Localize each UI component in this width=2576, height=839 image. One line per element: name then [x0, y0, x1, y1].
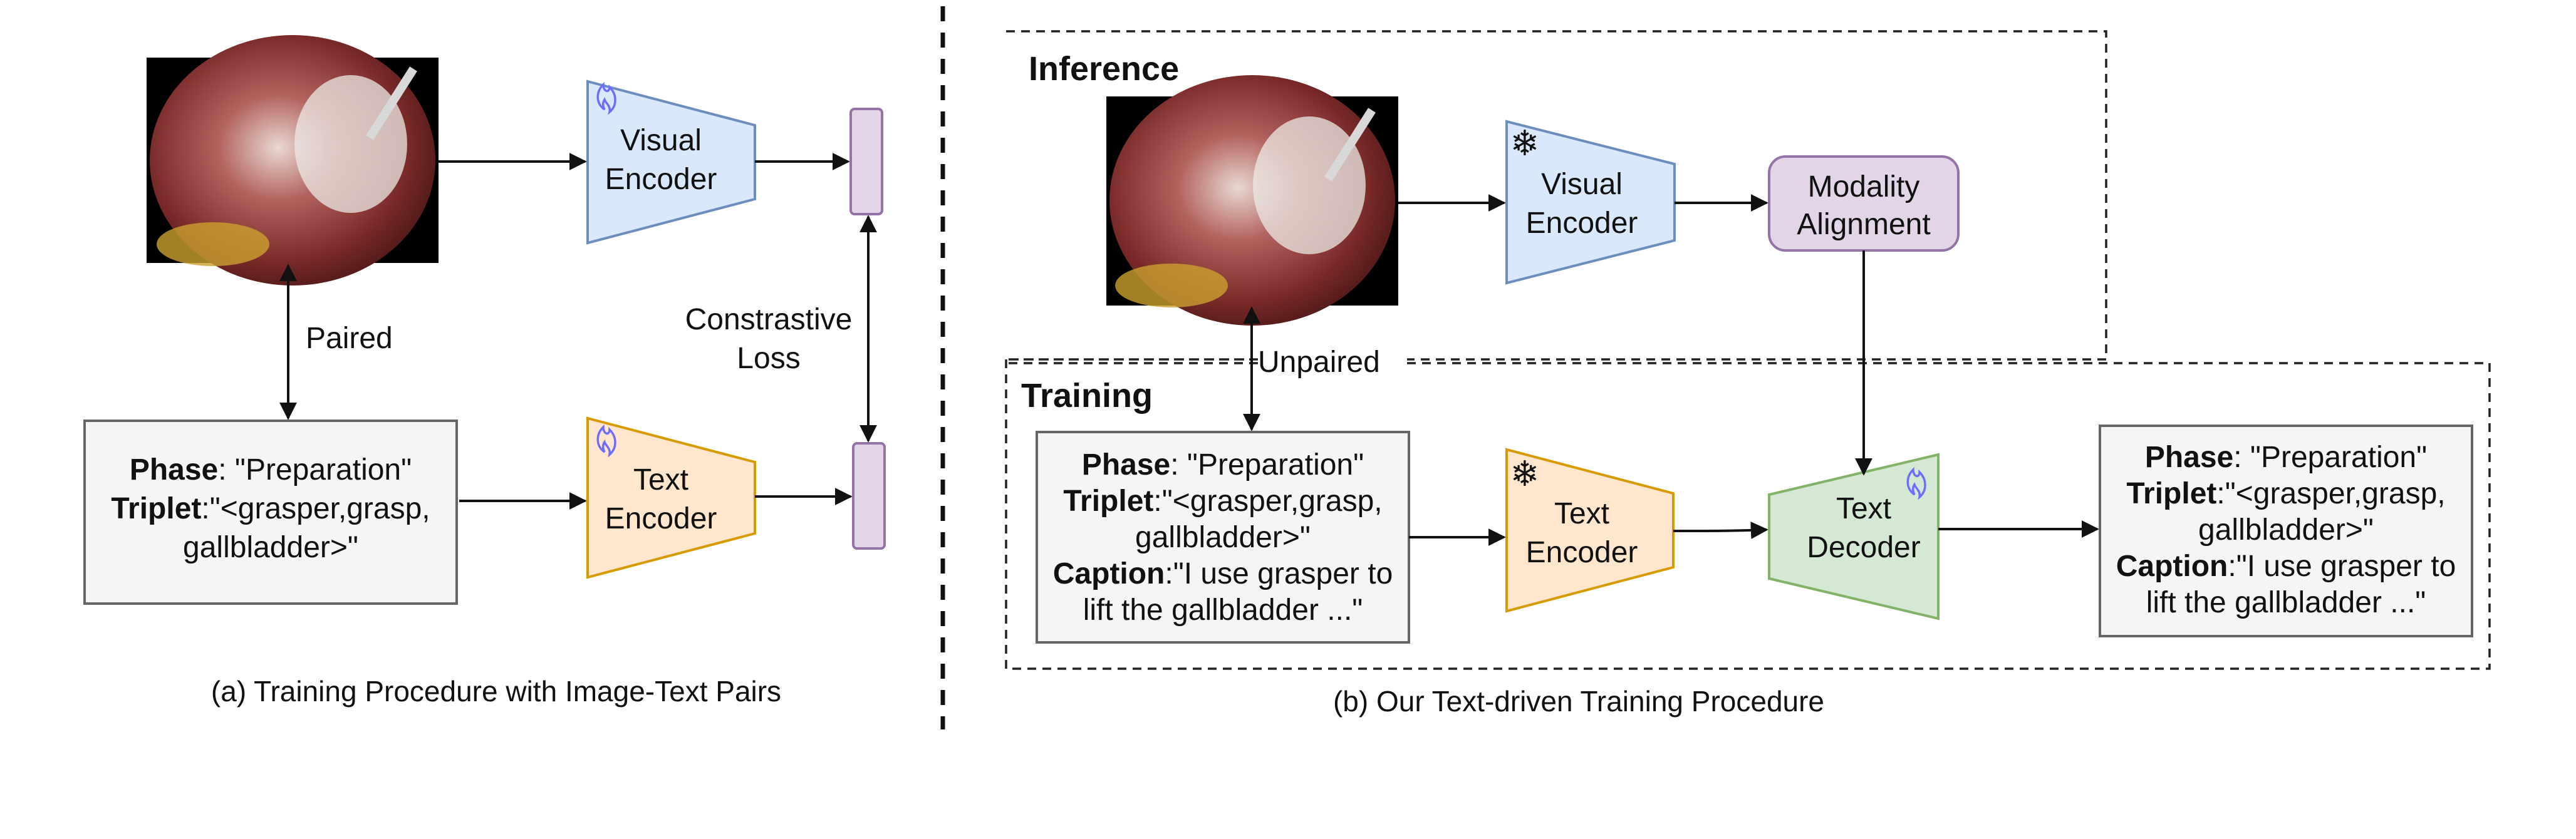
svg-text:Triplet:"<grasper,grasp,: Triplet:"<grasper,grasp, [2126, 477, 2445, 510]
paired-label: Paired [306, 322, 393, 355]
contrastive-loss-label-line1: Constrastive [685, 303, 853, 336]
visual-encoder-shape [586, 80, 756, 245]
text-decoder-label-line2: Decoder [1807, 531, 1920, 564]
triplet-value-line2: gallbladder>" [2198, 513, 2374, 547]
phase-value: : "Preparation" [1170, 448, 1364, 481]
inference-region [1006, 30, 2107, 361]
triplet-value: :"<grasper,grasp, [2216, 477, 2445, 510]
triplet-value-line2: gallbladder>" [183, 531, 358, 564]
surgical-image-right [1106, 75, 1398, 326]
triplet-value: :"<grasper,grasp, [201, 492, 430, 525]
visual-encoder-label-line1: Visual [1541, 168, 1623, 201]
text-encoder-label-line1: Text [633, 463, 688, 497]
text-decoder: Text Decoder [1768, 453, 1940, 620]
caption-right: (b) Our Text-driven Training Procedure [1333, 685, 1824, 718]
caption-value-line2: lift the gallbladder ..." [1083, 594, 1363, 627]
visual-embedding [849, 108, 883, 215]
triplet-key: Triplet [2126, 477, 2216, 510]
text-encoder-left: Text Encoder [586, 416, 756, 579]
snowflake-icon: ❄ [1510, 454, 1540, 493]
input-text-box: Phase: "Preparation" Triplet:"<grasper,g… [1036, 431, 1410, 644]
modality-alignment-line2: Alignment [1797, 208, 1930, 241]
phase-key: Phase [2145, 441, 2233, 474]
text-embedding [852, 442, 886, 550]
text-encoder-label-line2: Encoder [1526, 536, 1638, 569]
visual-encoder-shape [1505, 120, 1676, 285]
visual-encoder-left: Visual Encoder [586, 80, 756, 245]
text-encoder-shape [1505, 448, 1675, 613]
training-title: Training [1021, 377, 1153, 414]
triplet-value: :"<grasper,grasp, [1153, 485, 1382, 518]
triplet-key: Triplet [1063, 485, 1153, 518]
svg-text:Phase: "Preparation": Phase: "Preparation" [2145, 441, 2427, 474]
modality-alignment-line1: Modality [1808, 170, 1920, 203]
unpaired-label: Unpaired [1258, 346, 1380, 379]
phase-value: : "Preparation" [2233, 441, 2427, 474]
triplet-value-line2: gallbladder>" [1135, 521, 1311, 554]
text-decoder-shape [1768, 453, 1940, 620]
text-encoder-label-line1: Text [1554, 497, 1609, 530]
snowflake-icon: ❄ [1510, 123, 1540, 163]
phase-value: : "Preparation" [218, 453, 412, 486]
phase-key: Phase [1082, 448, 1170, 481]
visual-encoder-label-line2: Encoder [605, 163, 717, 196]
contrastive-loss-label-line2: Loss [737, 342, 800, 375]
flame-icon [596, 424, 616, 458]
caption-value: :"I use grasper to [2228, 550, 2456, 583]
svg-text:Caption:"I use grasper to: Caption:"I use grasper to [1053, 557, 1393, 590]
arrow-text-encoder-to-decoder [1673, 522, 1768, 539]
svg-text:Phase: "Preparation": Phase: "Preparation" [130, 453, 412, 486]
surgical-image-left [147, 35, 439, 286]
caption-value-line2: lift the gallbladder ..." [2146, 586, 2426, 619]
triplet-key: Triplet [111, 492, 201, 525]
flame-icon [1906, 466, 1926, 500]
phase-key: Phase [130, 453, 218, 486]
text-box-left: Phase: "Preparation" Triplet:"<grasper,g… [83, 420, 458, 605]
caption-key: Caption [2116, 550, 2228, 583]
caption-key: Caption [1053, 557, 1165, 590]
modality-alignment-box: Modality Alignment [1768, 155, 1960, 252]
svg-text:Phase: "Preparation": Phase: "Preparation" [1082, 448, 1364, 481]
flame-icon [596, 81, 616, 115]
output-text-box: Phase: "Preparation" Triplet:"<grasper,g… [2099, 425, 2473, 637]
text-encoder-label-line2: Encoder [605, 502, 717, 535]
text-decoder-label-line1: Text [1836, 492, 1891, 525]
caption-left: (a) Training Procedure with Image-Text P… [211, 675, 781, 708]
svg-text:Triplet:"<grasper,grasp,: Triplet:"<grasper,grasp, [111, 492, 430, 525]
caption-value: :"I use grasper to [1165, 557, 1393, 590]
visual-encoder-right: ❄ Visual Encoder [1505, 120, 1676, 285]
training-region [1005, 359, 2491, 670]
svg-text:Triplet:"<grasper,grasp,: Triplet:"<grasper,grasp, [1063, 485, 1382, 518]
text-encoder-right: ❄ Text Encoder [1505, 448, 1675, 613]
visual-encoder-label-line2: Encoder [1526, 207, 1638, 240]
text-encoder-shape [586, 416, 756, 579]
svg-text:Caption:"I use grasper to: Caption:"I use grasper to [2116, 550, 2456, 583]
visual-encoder-label-line1: Visual [620, 124, 702, 157]
inference-title: Inference [1029, 50, 1179, 88]
